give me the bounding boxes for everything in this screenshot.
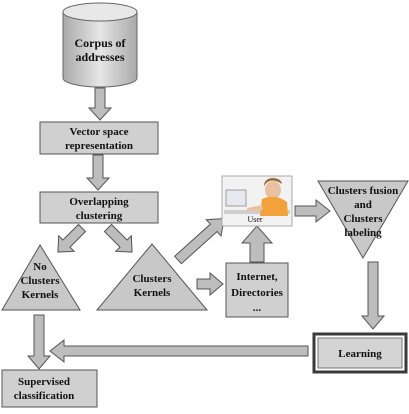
arrow-overlap-to-clusters	[103, 223, 133, 253]
corpus-label-line1: Corpus of	[74, 36, 126, 50]
overlapping-clustering-node: Overlapping clustering	[39, 191, 159, 224]
internet-label-line1: Internet,	[236, 271, 277, 283]
user-label: User	[247, 215, 262, 224]
arrow-no-clusters-to-supervised	[26, 314, 52, 370]
corpus-node: Corpus of addresses	[62, 2, 138, 88]
supervised-label-line2: classification	[14, 390, 75, 402]
learning-label: Learning	[338, 348, 382, 360]
overlap-label-line2: clustering	[76, 210, 123, 222]
clusters-label-line1: Clusters	[132, 273, 172, 285]
clusters-fusion-node: Clusters fusion and Clusters labeling	[317, 180, 409, 259]
arrow-user-to-fusion	[294, 198, 331, 224]
arrow-learning-to-supervised	[49, 338, 309, 364]
arrow-vector-to-overlap	[85, 154, 111, 191]
fusion-label-line4: labeling	[344, 227, 382, 239]
arrow-clusters-to-internet	[196, 271, 224, 297]
internet-directories-node: Internet, Directories ...	[225, 262, 289, 318]
arrow-overlap-to-no-clusters	[57, 223, 87, 253]
fusion-label-line1: Clusters fusion	[328, 185, 399, 197]
supervised-classification-node: Supervised classification	[1, 369, 98, 408]
arrow-corpus-to-vector	[87, 87, 113, 121]
no-clusters-kernels-node: No Clusters Kernels	[1, 244, 81, 311]
learning-node: Learning	[312, 332, 408, 374]
fusion-label-line3: Clusters	[343, 213, 383, 225]
overlap-label-line1: Overlapping	[69, 196, 129, 208]
no-clusters-label-line2: Clusters	[20, 275, 60, 287]
vector-label-line1: Vector space	[70, 126, 129, 138]
arrow-internet-to-user	[240, 225, 274, 263]
internet-label-line2: Directories	[231, 287, 283, 299]
vector-label-line2: representation	[65, 140, 133, 152]
user-photo-icon: User	[221, 175, 293, 227]
supervised-label-line1: Supervised	[18, 376, 70, 388]
no-clusters-label-line1: No	[33, 261, 47, 273]
corpus-label-line2: addresses	[75, 50, 124, 64]
no-clusters-label-line3: Kernels	[22, 289, 59, 301]
vector-space-node: Vector space representation	[39, 121, 159, 155]
internet-label-line3: ...	[253, 302, 262, 314]
arrow-clusters-to-user	[173, 217, 225, 265]
arrow-fusion-to-learning	[360, 261, 386, 330]
clusters-label-line2: Kernels	[134, 287, 171, 299]
fusion-label-line2: and	[354, 199, 372, 211]
clusters-kernels-node: Clusters Kernels	[95, 243, 209, 311]
